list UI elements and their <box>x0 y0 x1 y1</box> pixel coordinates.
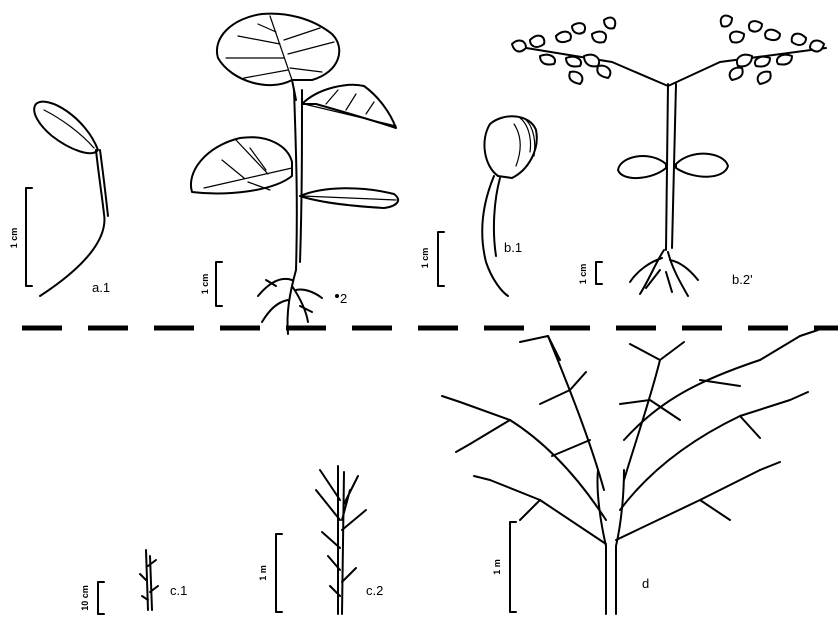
seedling-b2 <box>512 16 826 296</box>
scale-bar-a1: 1 cm <box>9 188 32 286</box>
seedling-a2 <box>191 14 398 334</box>
scale-bar-b2: 1 cm <box>578 262 602 284</box>
scale-label-b1: 1 cm <box>420 248 430 269</box>
scale-label-c1: 10 cm <box>80 585 90 611</box>
scale-label-a1: 1 cm <box>9 228 19 249</box>
scale-bar-d: 1 m <box>492 522 516 612</box>
sapling-c2 <box>316 466 366 614</box>
seedling-a1 <box>34 102 108 296</box>
scale-bar-c2: 1 m <box>258 534 282 612</box>
scale-bar-a2: 1 cm <box>200 262 222 306</box>
label-b2: b.2' <box>732 272 753 287</box>
label-b1: b.1 <box>504 240 522 255</box>
sapling-c1 <box>140 550 158 610</box>
label-c2: c.2 <box>366 583 383 598</box>
scale-label-a2: 1 cm <box>200 274 210 295</box>
label-c1: c.1 <box>170 583 187 598</box>
scale-label-d: 1 m <box>492 559 502 575</box>
label-a2-mark: 2 <box>340 291 347 306</box>
label-d: d <box>642 576 649 591</box>
label-a1: a.1 <box>92 280 110 295</box>
seedling-b1 <box>482 116 536 296</box>
scale-bar-c1: 10 cm <box>80 582 104 614</box>
scale-label-b2: 1 cm <box>578 264 588 285</box>
scale-bar-b1: 1 cm <box>420 232 444 286</box>
scale-label-c2: 1 m <box>258 565 268 581</box>
